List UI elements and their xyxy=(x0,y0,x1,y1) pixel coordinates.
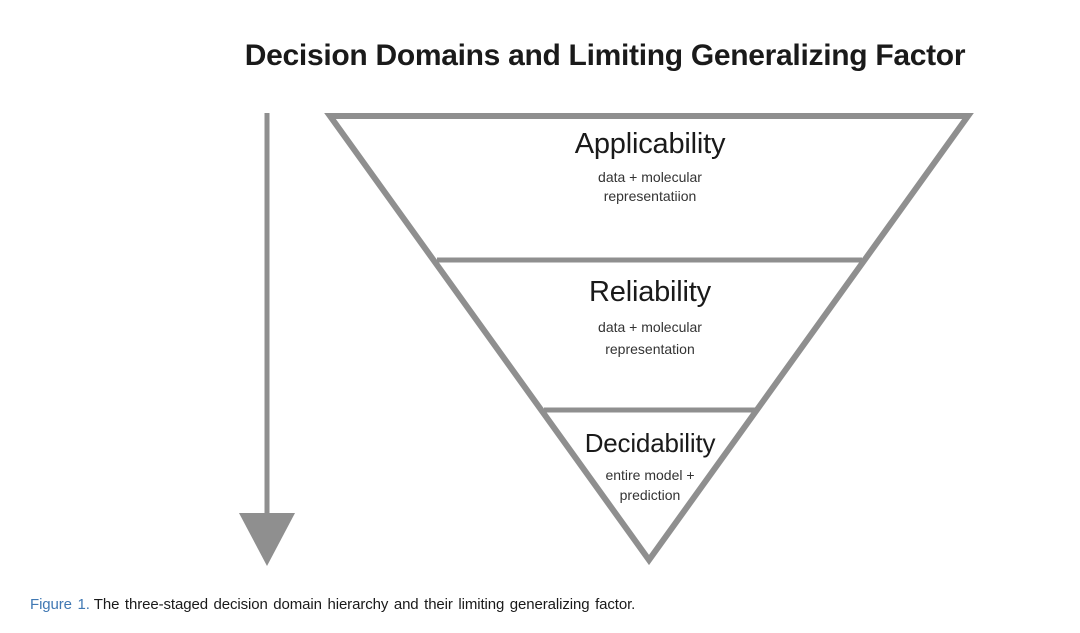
figure-caption-text: The three-staged decision domain hierarc… xyxy=(93,596,636,613)
stage-decidability-sub-line2: prediction xyxy=(619,487,681,504)
stage-applicability-sub-line2: representatiion xyxy=(603,188,697,205)
stage-applicability-sublabel: data + molecular representatiion xyxy=(400,168,900,206)
stage-reliability-sublabel: data + molecular representation xyxy=(400,316,900,360)
funnel-outline xyxy=(324,113,974,566)
figure-caption-number: Figure 1. xyxy=(30,596,90,613)
stage-applicability-sub-line1: data + molecular xyxy=(598,169,702,186)
figure-caption: Figure 1.The three-staged decision domai… xyxy=(30,596,635,613)
funnel-shape xyxy=(324,113,974,566)
stage-reliability-sub-line1: data + molecular xyxy=(598,319,702,336)
stage-decidability-sublabel: entire model + prediction xyxy=(400,465,900,505)
stage-decidability-label: Decidability xyxy=(584,428,716,458)
stage-applicability: Applicability data + molecular represent… xyxy=(400,129,900,206)
figure-title: Decision Domains and Limiting Generalizi… xyxy=(244,39,966,72)
stage-reliability-label: Reliability xyxy=(589,276,711,308)
stage-decidability: Decidability entire model + prediction xyxy=(400,428,900,505)
stage-applicability-label: Applicability xyxy=(574,128,726,160)
stage-reliability-sub-line2: representation xyxy=(605,341,695,358)
stage-reliability: Reliability data + molecular representat… xyxy=(400,277,900,360)
down-arrow-icon xyxy=(239,113,295,566)
stage-decidability-sub-line1: entire model + xyxy=(605,467,695,484)
